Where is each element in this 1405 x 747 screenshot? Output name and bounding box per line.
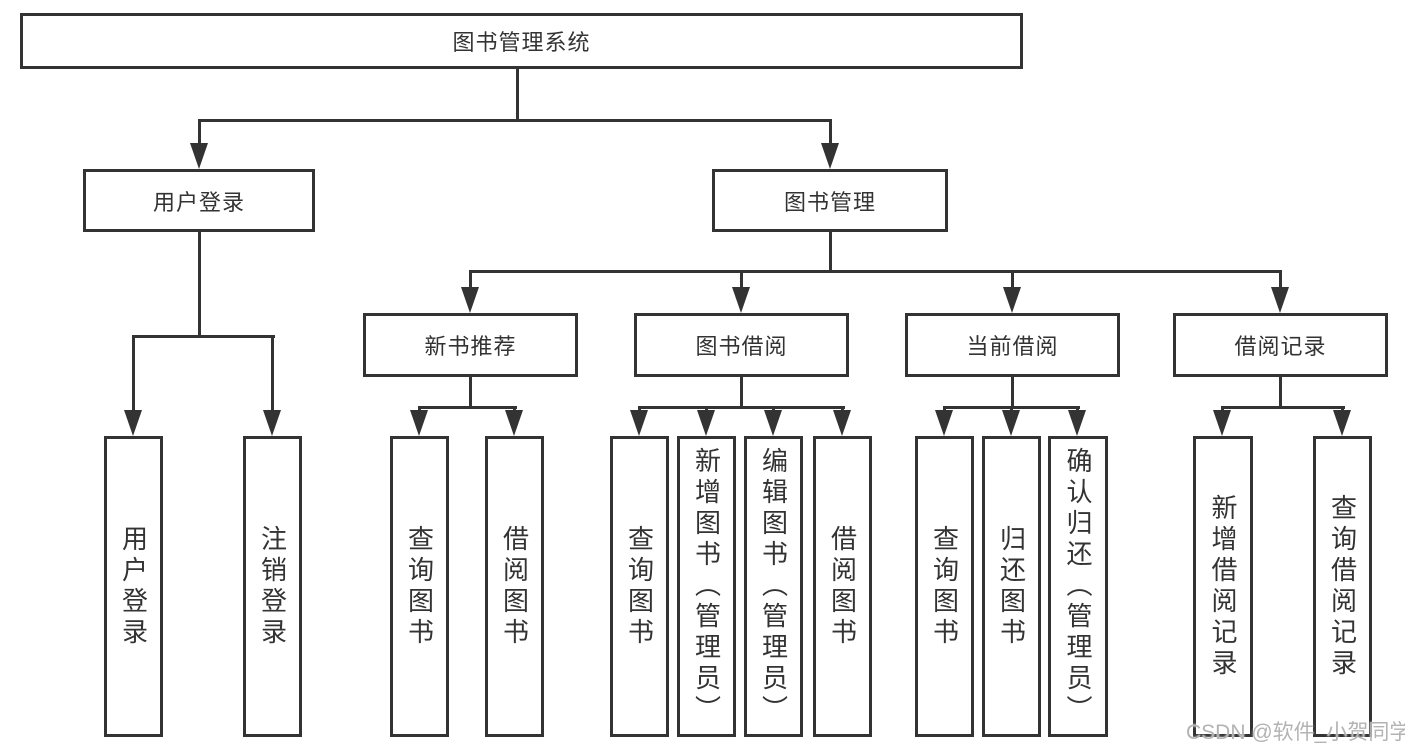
node-book-management-system: 图书管理系统	[20, 13, 1023, 69]
node-new-book-recommendation: 新书推荐	[363, 313, 578, 377]
connector-line	[198, 232, 201, 337]
arrowhead-down-icon	[732, 287, 750, 313]
leaf-edit-book-admin: 编辑图书（管理员）	[744, 436, 803, 737]
arrowhead-down-icon	[1068, 410, 1086, 436]
leaf-label: 注销登录	[257, 524, 288, 649]
connector-line	[1279, 270, 1282, 290]
arrowhead-down-icon	[821, 143, 839, 169]
leaf-return-book: 归还图书	[982, 436, 1041, 737]
leaf-label: 编辑图书（管理员）	[758, 447, 789, 726]
connector-line	[740, 377, 743, 408]
node-user-login-group: 用户登录	[83, 169, 315, 232]
leaf-query-books-2: 查询图书	[610, 436, 669, 737]
connector-line	[1011, 377, 1014, 408]
leaf-label: 查询图书	[624, 524, 655, 649]
connector-line	[829, 232, 832, 272]
leaf-logout: 注销登录	[243, 436, 302, 737]
leaf-add-book-admin: 新增图书（管理员）	[677, 436, 736, 737]
leaf-label: 借阅图书	[499, 524, 530, 649]
node-current-borrowing: 当前借阅	[905, 313, 1120, 377]
leaf-borrow-books-1: 借阅图书	[485, 436, 544, 737]
node-borrowing-records: 借阅记录	[1173, 313, 1388, 377]
connector-line	[198, 119, 201, 150]
connector-line	[516, 69, 519, 119]
arrowhead-down-icon	[190, 143, 208, 169]
arrowhead-down-icon	[935, 410, 953, 436]
leaf-label: 新增借阅记录	[1208, 493, 1238, 680]
arrowhead-down-icon	[461, 287, 479, 313]
connector-line	[1011, 270, 1014, 290]
connector-line	[469, 377, 472, 408]
node-label: 用户登录	[152, 189, 245, 215]
leaf-label: 用户登录	[118, 524, 149, 649]
connector-line	[469, 270, 1282, 273]
leaf-user-login: 用户登录	[104, 436, 163, 737]
connector-line	[132, 335, 135, 413]
connector-line	[829, 119, 832, 150]
node-label: 图书管理	[783, 189, 876, 215]
arrowhead-down-icon	[1333, 410, 1351, 436]
leaf-add-borrow-record: 新增借阅记录	[1193, 436, 1253, 737]
leaf-borrow-books-2: 借阅图书	[813, 436, 872, 737]
leaf-label: 查询图书	[404, 524, 435, 649]
node-label: 借阅记录	[1234, 334, 1327, 359]
arrowhead-down-icon	[764, 410, 782, 436]
arrowhead-down-icon	[630, 410, 648, 436]
leaf-query-books-3: 查询图书	[915, 436, 974, 737]
arrowhead-down-icon	[1002, 410, 1020, 436]
connector-line	[132, 335, 275, 338]
connector-line	[271, 335, 274, 413]
leaf-query-borrow-record: 查询借阅记录	[1313, 436, 1372, 737]
arrowhead-down-icon	[1213, 410, 1231, 436]
arrowhead-down-icon	[263, 410, 281, 436]
node-book-management-group: 图书管理	[712, 169, 948, 232]
connector-line	[1221, 406, 1345, 409]
connector-line	[198, 119, 832, 122]
arrowhead-down-icon	[833, 410, 851, 436]
leaf-label: 借阅图书	[827, 524, 858, 649]
node-book-borrowing: 图书借阅	[634, 313, 849, 377]
connector-line	[418, 406, 517, 409]
arrowhead-down-icon	[505, 410, 523, 436]
leaf-label: 归还图书	[996, 524, 1027, 649]
leaf-label: 确认归还（管理员）	[1063, 447, 1093, 726]
leaf-label: 查询图书	[929, 524, 960, 649]
arrowhead-down-icon	[697, 410, 715, 436]
arrowhead-down-icon	[1271, 287, 1289, 313]
arrowhead-down-icon	[410, 410, 428, 436]
csdn-watermark: CSDN @软件_小贺同学	[1186, 721, 1405, 744]
node-label: 当前借阅	[966, 334, 1059, 359]
leaf-label: 查询借阅记录	[1327, 493, 1358, 680]
node-label: 图书管理系统	[452, 30, 591, 55]
leaf-query-books-1: 查询图书	[390, 436, 449, 737]
arrowhead-down-icon	[124, 410, 142, 436]
arrowhead-down-icon	[1003, 287, 1021, 313]
connector-line	[638, 406, 845, 409]
node-label: 图书借阅	[695, 334, 788, 359]
connector-line	[740, 270, 743, 290]
leaf-label: 新增图书（管理员）	[691, 447, 722, 726]
connector-line	[469, 270, 472, 290]
leaf-confirm-return-admin: 确认归还（管理员）	[1048, 436, 1108, 737]
node-label: 新书推荐	[424, 334, 517, 359]
connector-line	[1279, 377, 1282, 408]
